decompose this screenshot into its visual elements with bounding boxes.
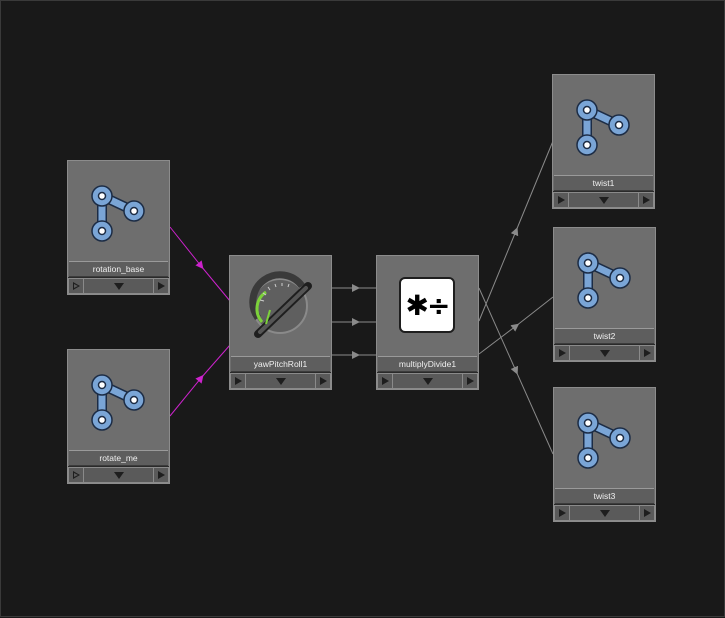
input-expand-button[interactable] bbox=[230, 373, 246, 389]
joint-icon bbox=[91, 185, 145, 242]
node-label: twist1 bbox=[554, 175, 653, 191]
attribute-dropdown-button[interactable] bbox=[84, 467, 153, 483]
node-label: multiplyDivide1 bbox=[378, 356, 477, 372]
node-label: yawPitchRoll1 bbox=[231, 356, 330, 372]
node-controls bbox=[554, 504, 655, 521]
input-expand-button[interactable] bbox=[377, 373, 393, 389]
wire-rotation_base-to-yawPitchRoll1-b[interactable] bbox=[200, 265, 231, 302]
attribute-dropdown-button[interactable] bbox=[570, 345, 639, 361]
input-expand-button[interactable] bbox=[554, 505, 570, 521]
node-twist3[interactable]: twist3 bbox=[553, 387, 656, 522]
output-expand-button[interactable] bbox=[153, 467, 169, 483]
attribute-dropdown-button[interactable] bbox=[246, 373, 315, 389]
attribute-dropdown-button[interactable] bbox=[569, 192, 638, 208]
protractor-gauge-icon bbox=[249, 271, 312, 338]
wire-rotate_me-to-yawPitchRoll1[interactable] bbox=[169, 374, 204, 417]
input-expand-button[interactable] bbox=[68, 278, 84, 294]
wire-md-to-twist2[interactable] bbox=[478, 323, 520, 355]
output-expand-button[interactable] bbox=[153, 278, 169, 294]
wire-rotate_me-to-yawPitchRoll1-b[interactable] bbox=[200, 344, 231, 379]
output-expand-button[interactable] bbox=[639, 505, 655, 521]
node-twist1[interactable]: twist1 bbox=[552, 74, 655, 209]
node-twist2[interactable]: twist2 bbox=[553, 227, 656, 362]
input-expand-button[interactable] bbox=[68, 467, 84, 483]
node-controls bbox=[68, 466, 169, 483]
input-expand-button[interactable] bbox=[554, 345, 570, 361]
multiply-divide-icon: ✱÷ bbox=[399, 277, 455, 333]
wire-md-to-twist1[interactable] bbox=[478, 227, 519, 322]
joint-icon bbox=[576, 99, 630, 156]
node-controls bbox=[554, 344, 655, 361]
joint-icon bbox=[577, 252, 631, 309]
output-expand-button[interactable] bbox=[462, 373, 478, 389]
node-controls bbox=[68, 277, 169, 294]
node-rotation_base[interactable]: rotation_base bbox=[67, 160, 170, 295]
node-label: twist2 bbox=[555, 328, 654, 344]
output-expand-button[interactable] bbox=[315, 373, 331, 389]
node-rotate_me[interactable]: rotate_me bbox=[67, 349, 170, 484]
node-label: rotate_me bbox=[69, 450, 168, 466]
output-expand-button[interactable] bbox=[638, 192, 654, 208]
attribute-dropdown-button[interactable] bbox=[570, 505, 639, 521]
node-yawPitchRoll1[interactable]: yawPitchRoll1 bbox=[229, 255, 332, 390]
attribute-dropdown-button[interactable] bbox=[84, 278, 153, 294]
node-label: twist3 bbox=[555, 488, 654, 504]
wire-md-to-twist3[interactable] bbox=[478, 287, 519, 375]
node-multiplyDivide1[interactable]: ✱÷ multiplyDivide1 bbox=[376, 255, 479, 390]
output-expand-button[interactable] bbox=[639, 345, 655, 361]
node-label: rotation_base bbox=[69, 261, 168, 277]
joint-icon bbox=[577, 412, 631, 469]
input-expand-button[interactable] bbox=[553, 192, 569, 208]
wire-rotation_base-to-yawPitchRoll1[interactable] bbox=[169, 226, 204, 270]
node-controls bbox=[230, 372, 331, 389]
node-controls bbox=[377, 372, 478, 389]
node-controls bbox=[553, 191, 654, 208]
joint-icon bbox=[91, 374, 145, 431]
attribute-dropdown-button[interactable] bbox=[393, 373, 462, 389]
